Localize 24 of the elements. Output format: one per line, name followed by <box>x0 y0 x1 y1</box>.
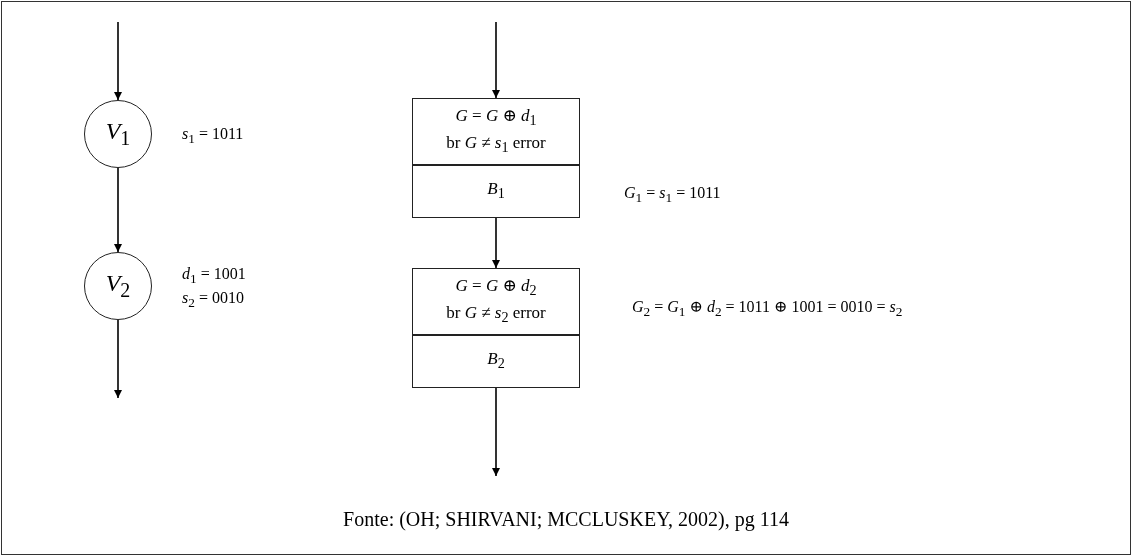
node-text: br G ≠ s$_{1}$ error <box>446 131 546 157</box>
arrow <box>114 319 122 399</box>
annotation: G$_{1}$ = s$_{1}$ = 1011 <box>624 183 721 208</box>
caption: Fonte: (OH; SHIRVANI; MCCLUSKEY, 2002), pg 114 <box>342 508 790 531</box>
node-text: br G ≠ s$_{2}$ error <box>446 301 546 327</box>
arrow <box>114 167 122 253</box>
node-text: V$_{2}$ <box>105 271 131 301</box>
node-text: B$_{1}$ <box>487 178 505 204</box>
process-box <box>412 335 580 388</box>
node-text: G = G ⊕ d$_{1}$ <box>455 105 537 131</box>
arrow <box>492 217 500 269</box>
annotation: s$_{2}$ = 0010 <box>182 288 244 313</box>
arrow <box>492 21 500 99</box>
arrow <box>492 387 500 477</box>
annotation: d$_{1}$ = 1001 <box>182 264 246 289</box>
annotation: G$_{2}$ = G$_{1}$ ⊕ d$_{2}$ = 1011 ⊕ 1001 = 0010 = s$_{2}$ <box>632 297 903 322</box>
node-text: B$_{2}$ <box>487 348 505 374</box>
node-text: G = G ⊕ d$_{2}$ <box>455 275 537 301</box>
arrow <box>114 21 122 101</box>
process-box <box>412 98 580 165</box>
node-text: V$_{1}$ <box>105 119 131 149</box>
annotation: s$_{1}$ = 1011 <box>182 124 244 149</box>
process-box <box>412 268 580 335</box>
process-box <box>412 165 580 218</box>
